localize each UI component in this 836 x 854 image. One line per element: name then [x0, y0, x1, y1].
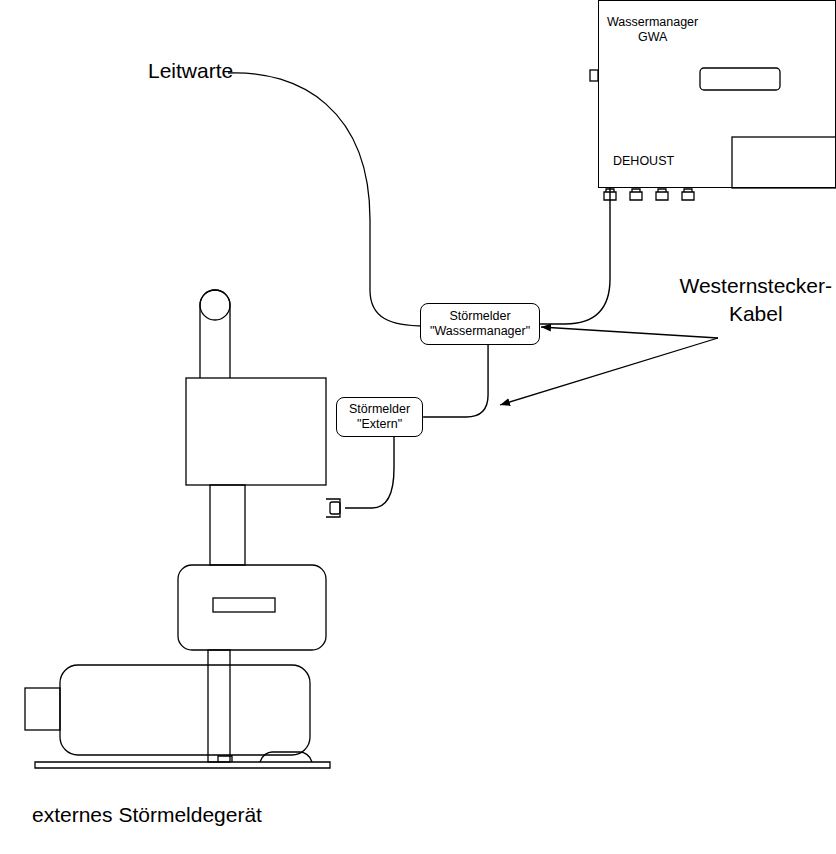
terminal-cover	[732, 137, 836, 188]
brand-name: DEHOUST	[613, 154, 674, 169]
cable-connector	[540, 188, 610, 324]
control-room-wire	[228, 73, 425, 326]
device-name: Wassermanager GWA	[607, 15, 698, 45]
controller-box: Wassermanager GWA DEHOUST	[598, 0, 836, 188]
cable-connector	[423, 345, 488, 417]
cable-connector	[345, 437, 394, 508]
alarm-box: Störmelder "Wassermanager"	[420, 303, 540, 345]
device-caption: externes Störmeldegerät	[32, 802, 262, 828]
control-room-label: Leitwarte	[148, 58, 233, 84]
alarm-box: Störmelder "Extern"	[336, 397, 423, 437]
external-device: externes Störmeldegerät	[20, 282, 345, 842]
leader-arrow	[500, 338, 718, 405]
box-label: Störmelder "Extern"	[349, 402, 410, 432]
leader-arrow	[541, 327, 718, 338]
cable-label: Westernstecker- Kabel	[680, 272, 833, 328]
side-tab	[590, 70, 598, 81]
pump-drawing	[25, 290, 340, 768]
western-sockets	[604, 189, 694, 200]
display-window	[700, 68, 780, 90]
box-label: Störmelder "Wassermanager"	[430, 309, 530, 339]
